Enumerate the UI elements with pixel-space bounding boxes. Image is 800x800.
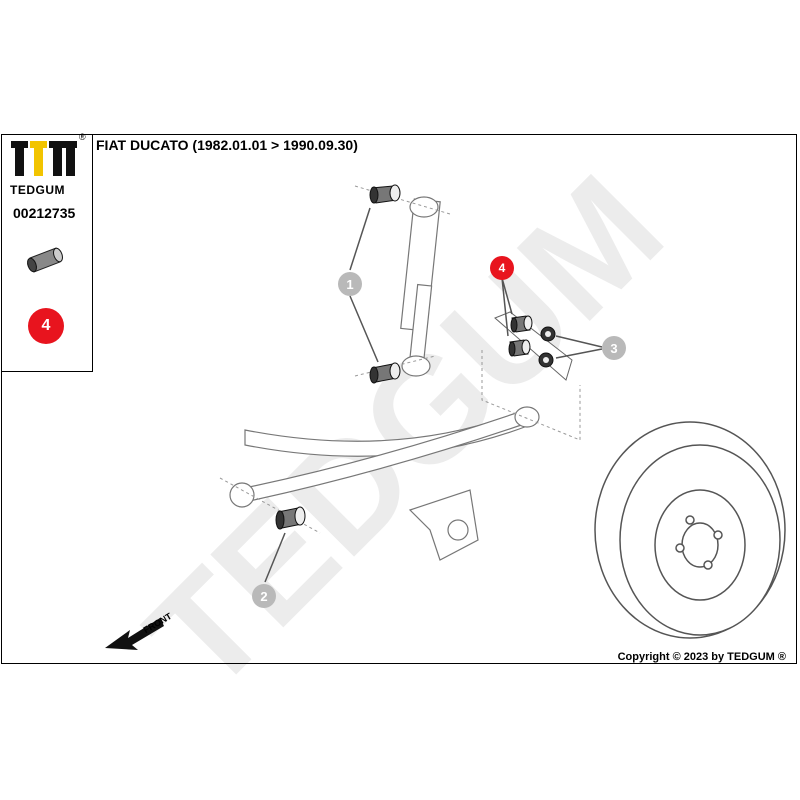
axis-line-top: [354, 185, 451, 215]
callout-2: 2: [252, 584, 276, 608]
highlight-callout-badge: 4: [28, 308, 64, 344]
part-number: 00212735: [13, 205, 76, 221]
shock-bush-top: [369, 184, 401, 204]
callout-3-4-leaders: [501, 277, 603, 359]
shackle-small-bush-upper: [540, 326, 556, 342]
callout-2-leader: [264, 532, 286, 583]
part-thumbnail: [27, 247, 63, 273]
leaf-spring: [229, 406, 540, 561]
shackle-bush-upper: [510, 315, 533, 333]
shackle-small-bush-lower: [538, 352, 554, 368]
spring-eye-bush: [275, 506, 306, 530]
page-title: FIAT DUCATO (1982.01.01 > 1990.09.30): [96, 137, 358, 153]
tedgum-logo: [11, 141, 77, 176]
shock-bush-bottom: [369, 362, 401, 384]
diagram-frame: [1, 134, 797, 664]
shock-absorber: [400, 196, 441, 377]
shackle-plate: [481, 311, 581, 441]
axis-line-bottom: [354, 355, 436, 377]
callout-4: 4: [490, 256, 514, 280]
part-info-panel: [1, 134, 93, 372]
copyright-text: Copyright © 2023 by TEDGUM ®: [617, 651, 786, 663]
shackle-bush-lower: [508, 339, 531, 357]
callout-3: 3: [602, 336, 626, 360]
callout-1: 1: [338, 272, 362, 296]
wheel: [594, 421, 786, 639]
brand-name: TEDGUM: [10, 183, 65, 197]
registered-mark: ®: [79, 132, 86, 142]
axis-line-spring: [219, 477, 321, 534]
callout-1-leaders: [349, 207, 379, 363]
